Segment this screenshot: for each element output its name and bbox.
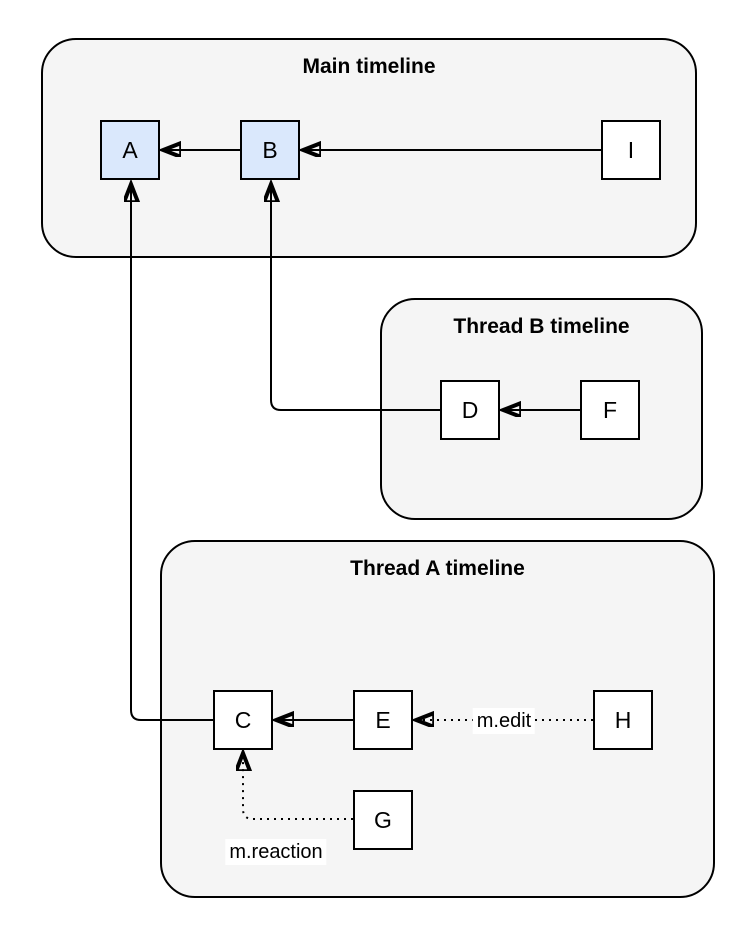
node-b: B: [240, 120, 300, 180]
edge-label-m-reaction: m.reaction: [225, 839, 327, 865]
container-thread-b-timeline: Thread B timeline: [380, 298, 703, 520]
node-c: C: [213, 690, 273, 750]
node-h: H: [593, 690, 653, 750]
main-timeline-title: Main timeline: [302, 55, 436, 78]
edge-label-m-edit: m.edit: [472, 708, 536, 734]
thread-a-timeline-title: Thread A timeline: [350, 557, 525, 580]
node-e: E: [353, 690, 413, 750]
node-f: F: [580, 380, 640, 440]
node-a: A: [100, 120, 160, 180]
node-i: I: [601, 120, 661, 180]
node-g: G: [353, 790, 413, 850]
node-d: D: [440, 380, 500, 440]
thread-b-timeline-title: Thread B timeline: [453, 315, 630, 338]
